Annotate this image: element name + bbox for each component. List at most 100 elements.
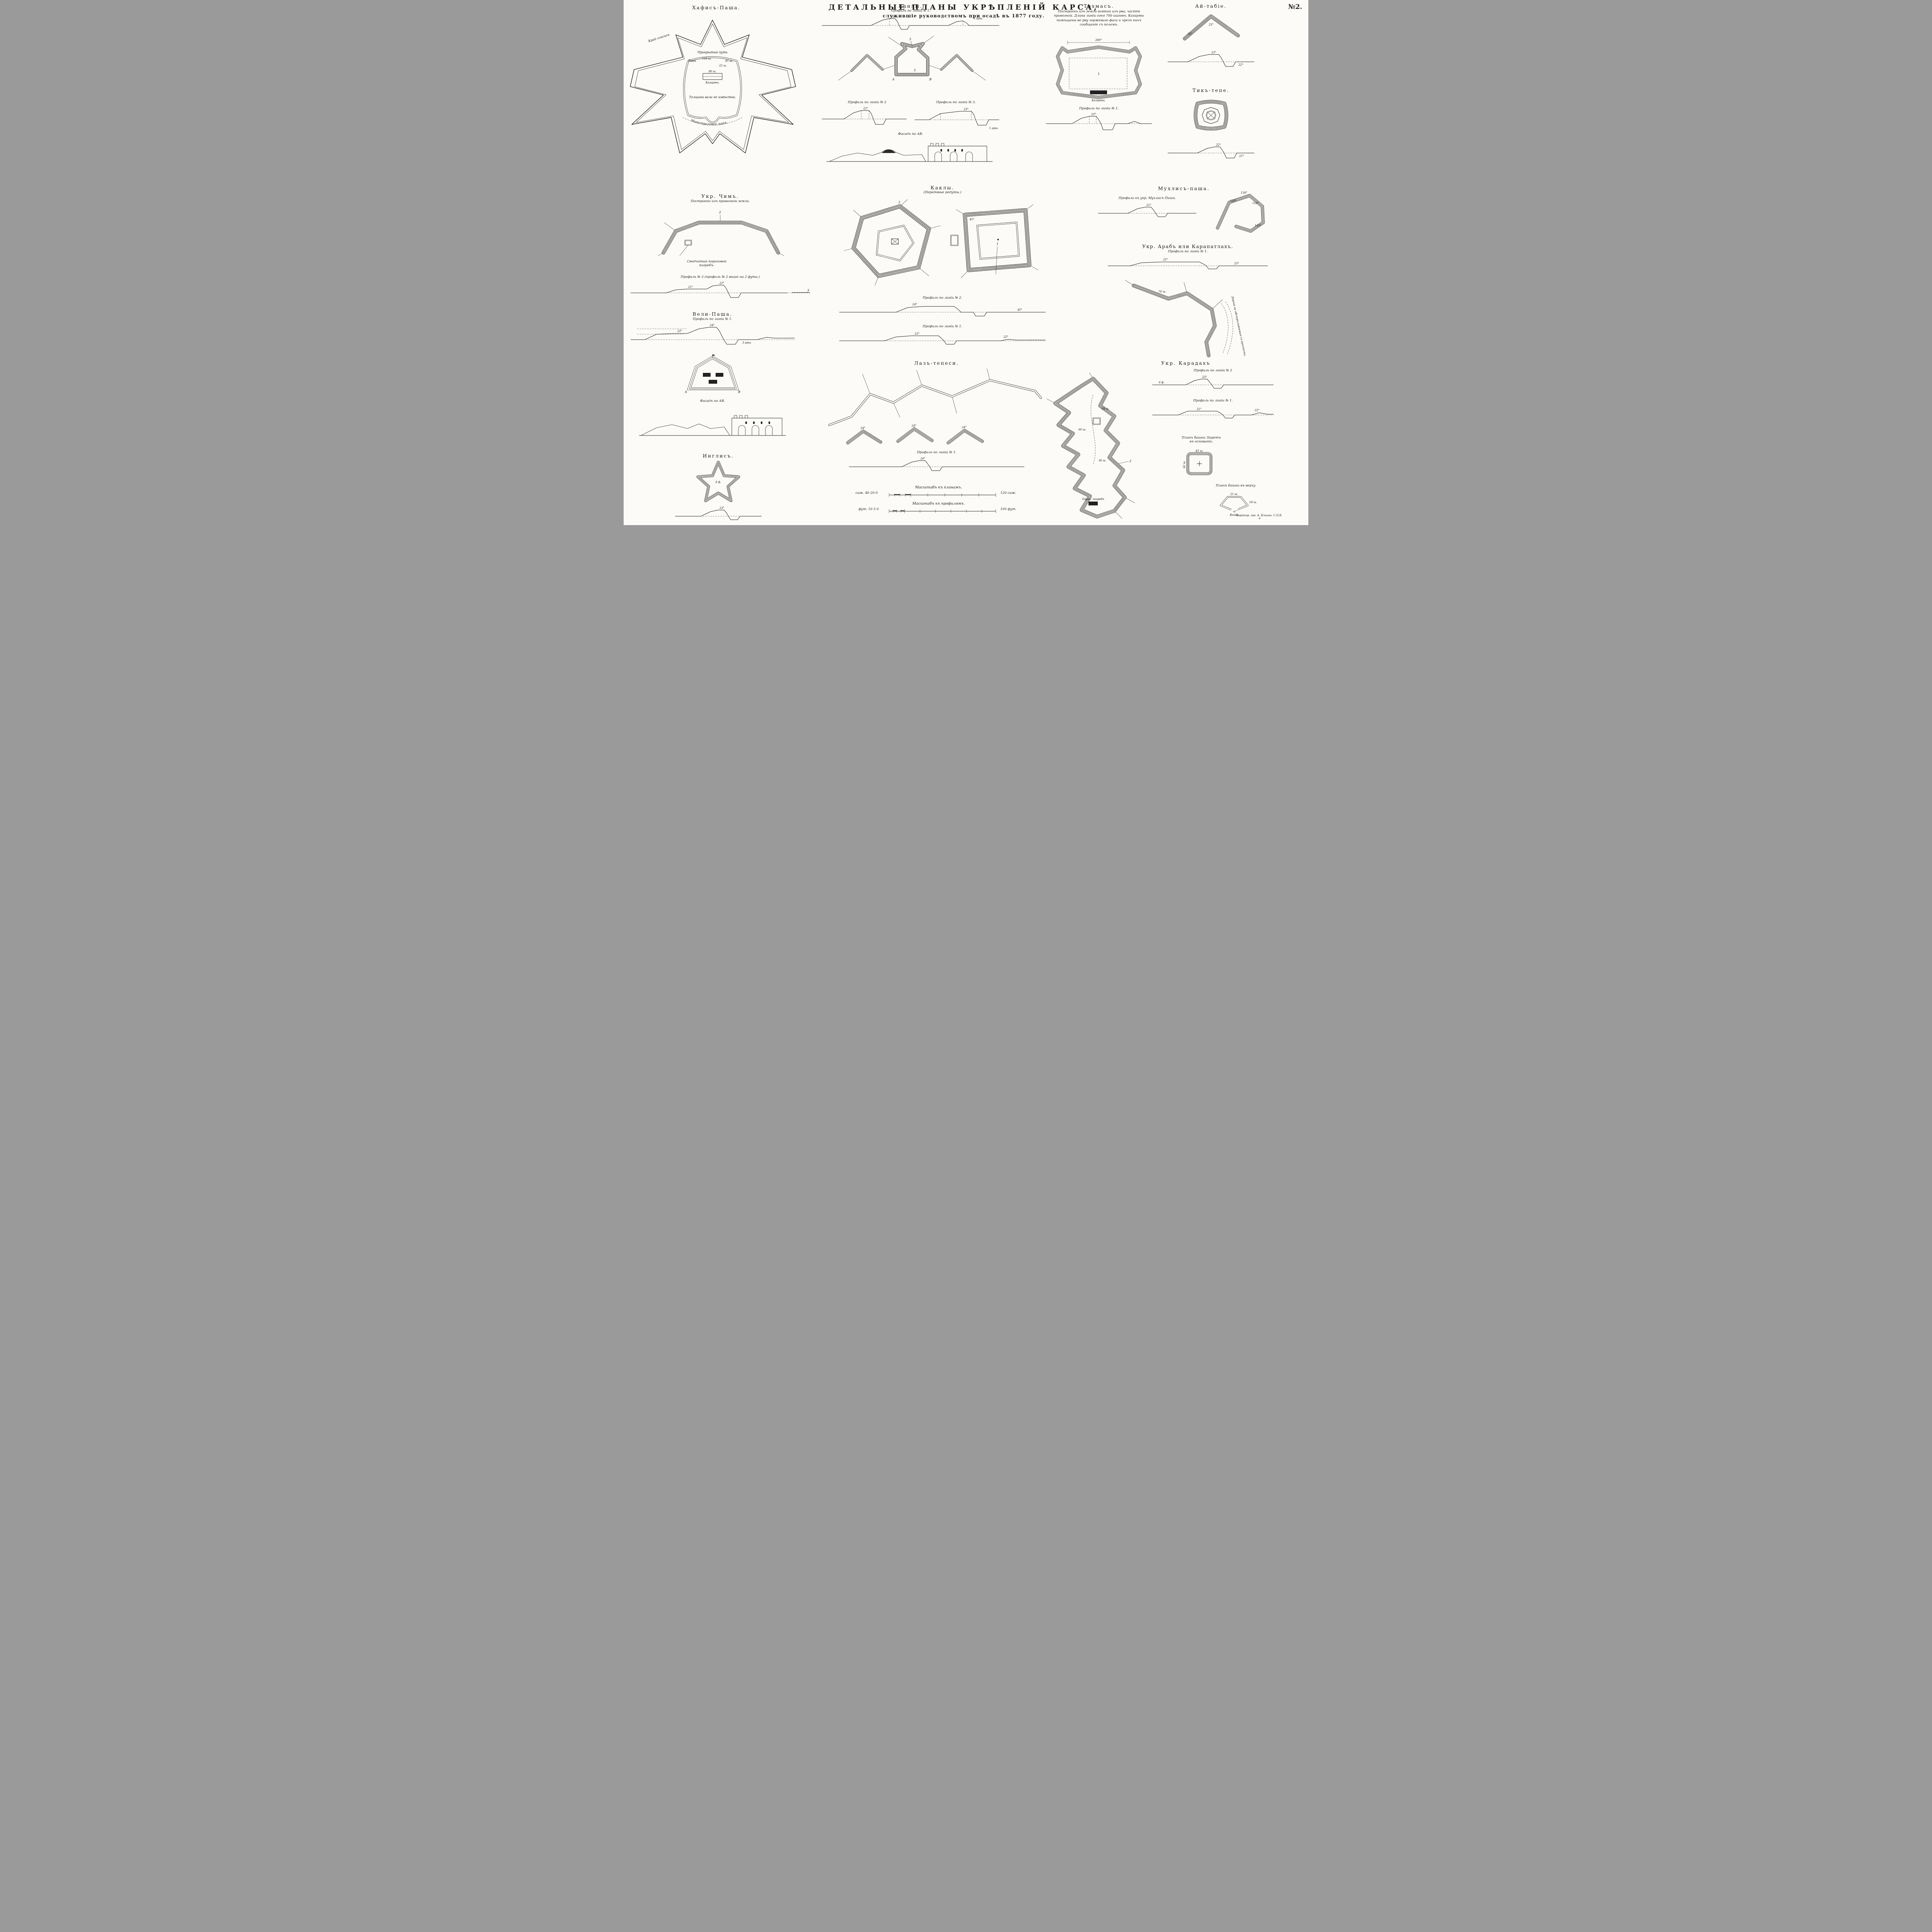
kanly-facade-drawing (827, 143, 993, 162)
karadakh-tower-top-label: Планъ башни въ верху. (1216, 484, 1257, 488)
arab-title: Укр. Арабъ или Карапатлахъ. (1142, 243, 1233, 249)
mukhlis-deg-123: 123° (1252, 202, 1259, 205)
section-kakly: Каклы. (Передовые редуты.) 2 1 (834, 185, 1051, 351)
mukhlis-deg-120: 120° (1230, 199, 1236, 202)
veli-facade-label: Фасадъ по АВ. (700, 399, 725, 403)
chim-plan-drawing: 2 (658, 211, 784, 256)
kakly-redoubt2-drawing: 1 45° (950, 204, 1039, 278)
hafis-ditch-label: Ровъ (688, 59, 696, 63)
tokhmas-prof-deg: 23° (1091, 113, 1096, 116)
kakly-r2-ref: 1 (997, 242, 998, 246)
kanly-plan-drawing: 3 2 А В (838, 36, 986, 81)
kanly-profile2-drawing: 22° (822, 107, 906, 125)
kanly-profile3-drawing: 23° 1 арш. (915, 108, 999, 130)
karadakh-profile2-label: Профиль по линіи № 2 (1194, 369, 1232, 372)
laz-prof-deg: 24° (920, 457, 925, 460)
karadakh-profile1-drawing: 21° 22° (1152, 408, 1274, 418)
veli-profile-drawing: 24° 22° 3 арш. (631, 324, 795, 345)
tiktepe-prof-deg1: 22° (1216, 143, 1221, 146)
karadakh-entrance-label: Входъ (1230, 514, 1239, 517)
section-arab: Укр. Арабъ или Карапатлахъ. Профиль по л… (1107, 243, 1269, 359)
laz-title: Лазъ-тепеси. (914, 360, 959, 366)
veli-profile1-label: Профиль по линіи № 1. (692, 317, 733, 321)
mukhlis-profile-drawing: 21° (1098, 204, 1196, 217)
tiktepe-plan-drawing (1194, 100, 1228, 131)
karadakh-p2-dim: 6 ф. (1159, 381, 1164, 384)
kakly-r2-deg: 45° (969, 218, 974, 221)
karadakh-tower-base-label: Планъ башни Зіаретъ въ основаніи. (1182, 436, 1221, 444)
kanly-profile2-label: Профиль по линіи № 2 (848, 100, 886, 104)
karadakh-tb-dim-45: 45 ш. (1195, 449, 1203, 452)
kanly-prof3-arsh: 1 арш. (989, 127, 998, 130)
inglis-title: Инглисъ. (702, 453, 734, 459)
veli-prof-deg2: 22° (677, 330, 682, 333)
section-chim: Укр. Чимъ. Построено изъ привозной земли… (629, 193, 811, 309)
aitabie-profile-drawing: 23° 22° (1168, 51, 1254, 67)
kakly-p1-deg1: 23° (914, 332, 919, 335)
tokhmas-dim-200: 200° (1095, 39, 1102, 42)
aitabie-deg2: 22° (1187, 32, 1192, 36)
veli-ref-b: В (738, 390, 740, 394)
laz-profile1-label: Профиль по линіи № 1. (917, 451, 957, 454)
tokhmas-ref-1: 1 (1098, 72, 1100, 76)
kakly-profile1-label: Профиль по линіи № 1. (922, 325, 963, 328)
arab-plan-drawing: Дорога не обстрѣливаемая съ крѣпости. 70… (1125, 280, 1247, 357)
aitabie-title: Ай-табіе. (1195, 3, 1227, 9)
section-mukhlis-pasha: Мухлисъ-паша. Профиль къ укр. Мухлисъ Па… (1097, 185, 1271, 240)
laz-deg2: 24° (911, 424, 916, 427)
inglis-plan-drawing: 6 ф. (696, 461, 740, 502)
karadakh-p2-deg: 23° (1202, 376, 1207, 379)
tokhmas-profile1-label: Профиль по линіи № 1. (1079, 107, 1119, 111)
kakly-profile2-label: Профиль по линіи № 2. (922, 296, 963, 300)
hafis-plan-drawing: Край гласиса. Прикрытый путь Ровъ 116 ш.… (630, 20, 796, 153)
veli-title: Вели-Паша. (692, 311, 733, 317)
section-aitabie: Ай-табіе. 23° 22° 23° 22° (1167, 3, 1255, 77)
kanly-prof1-arsh: 1 арш. (974, 17, 983, 20)
hafis-dim-80: 80 ш. (709, 70, 716, 73)
kanly-ref-2: 2 (913, 68, 916, 72)
hafis-covered-way-label: Прикрытый путь (697, 51, 727, 54)
plate-subtitle: служившіе руководствомъ при осадѣ въ 187… (883, 13, 1045, 19)
inglis-prof-deg: 23° (719, 507, 724, 510)
kakly-p2-deg2: 45° (1017, 308, 1022, 311)
veli-prof-arsh: 3 арш. (742, 341, 752, 344)
arab-prof-deg2: 23° (1234, 262, 1239, 265)
chim-subtitle: Построено изъ привозной земли. (690, 199, 750, 203)
karadakh-dim-36: 36 ш. (1099, 459, 1106, 462)
tokhmas-barracks-label: Казармы. (1091, 99, 1105, 102)
kakly-r1-ref: 2 (898, 201, 900, 204)
kanly-facade-label: Фасадъ по АВ. (898, 132, 923, 136)
tiktepe-prof-deg2: 21° (1239, 155, 1244, 158)
hafis-dim-22: 22 ш. (719, 64, 727, 67)
hafis-barracks-label: Казармы. (705, 81, 719, 84)
mukhlis-prof-deg: 21° (1146, 204, 1151, 207)
chim-prof-deg1: 22° (719, 282, 724, 285)
arab-dim-70: 70 ш. (1158, 290, 1166, 293)
scale-profiles-title: Масштабъ къ профилямъ. (912, 502, 965, 506)
section-kanly: Канлы. Профиль по линіи № 1. 23° 1 арш. … (819, 3, 1002, 167)
plate-header: ДЕТАЛЬНЫЕ ПЛАНЫ УКРѢПЛЕНІЙ КАРСА, служив… (805, 3, 1122, 19)
veli-facade-drawing (639, 415, 786, 436)
aitabie-prof-deg1: 23° (1211, 51, 1216, 54)
karadakh-powder-label: Порох. погребъ (1082, 498, 1104, 501)
karadakh-profile2-drawing: 6 ф. 23° (1152, 376, 1274, 389)
mukhlis-profile-label: Профиль къ укр. Мухлисъ Паши. (1118, 196, 1176, 200)
scale-plans-bar (889, 493, 996, 497)
chim-profile3-label: Профиль № 3 (профиль № 2 выше на 2 фута.… (680, 275, 760, 279)
scale-profiles-right-label: 105 фут. (1000, 507, 1017, 511)
aitabie-plan-drawing: 23° 22° (1183, 14, 1240, 41)
section-tiktepe: Тикъ-тепе. 22° 21° (1167, 87, 1255, 165)
hafis-dim-85: 85 ш. (725, 60, 733, 63)
section-scales: Масштабъ къ планамъ. саж. 40 20 0 120 са… (852, 485, 1026, 520)
kakly-subtitle: (Передовые редуты.) (923, 190, 962, 194)
plate-title: ДЕТАЛЬНЫЕ ПЛАНЫ УКРѢПЛЕНІЙ КАРСА, (828, 3, 1099, 12)
scale-plans-right-label: 120 саж. (1000, 491, 1017, 495)
kanly-profile1-label: Профиль по линіи № 1. (891, 9, 930, 13)
kanly-prof2-deg: 22° (863, 107, 868, 110)
scale-plans-title: Масштабъ къ планамъ. (915, 485, 962, 490)
mukhlis-title: Мухлисъ-паша. (1158, 185, 1210, 191)
plate-number: №2. (1288, 3, 1302, 11)
karadakh-title: Укр. Карадахъ (1161, 360, 1211, 366)
inglis-profile-drawing: 23° (675, 507, 762, 520)
kakly-profile2-drawing: 24° 45° (839, 303, 1046, 316)
